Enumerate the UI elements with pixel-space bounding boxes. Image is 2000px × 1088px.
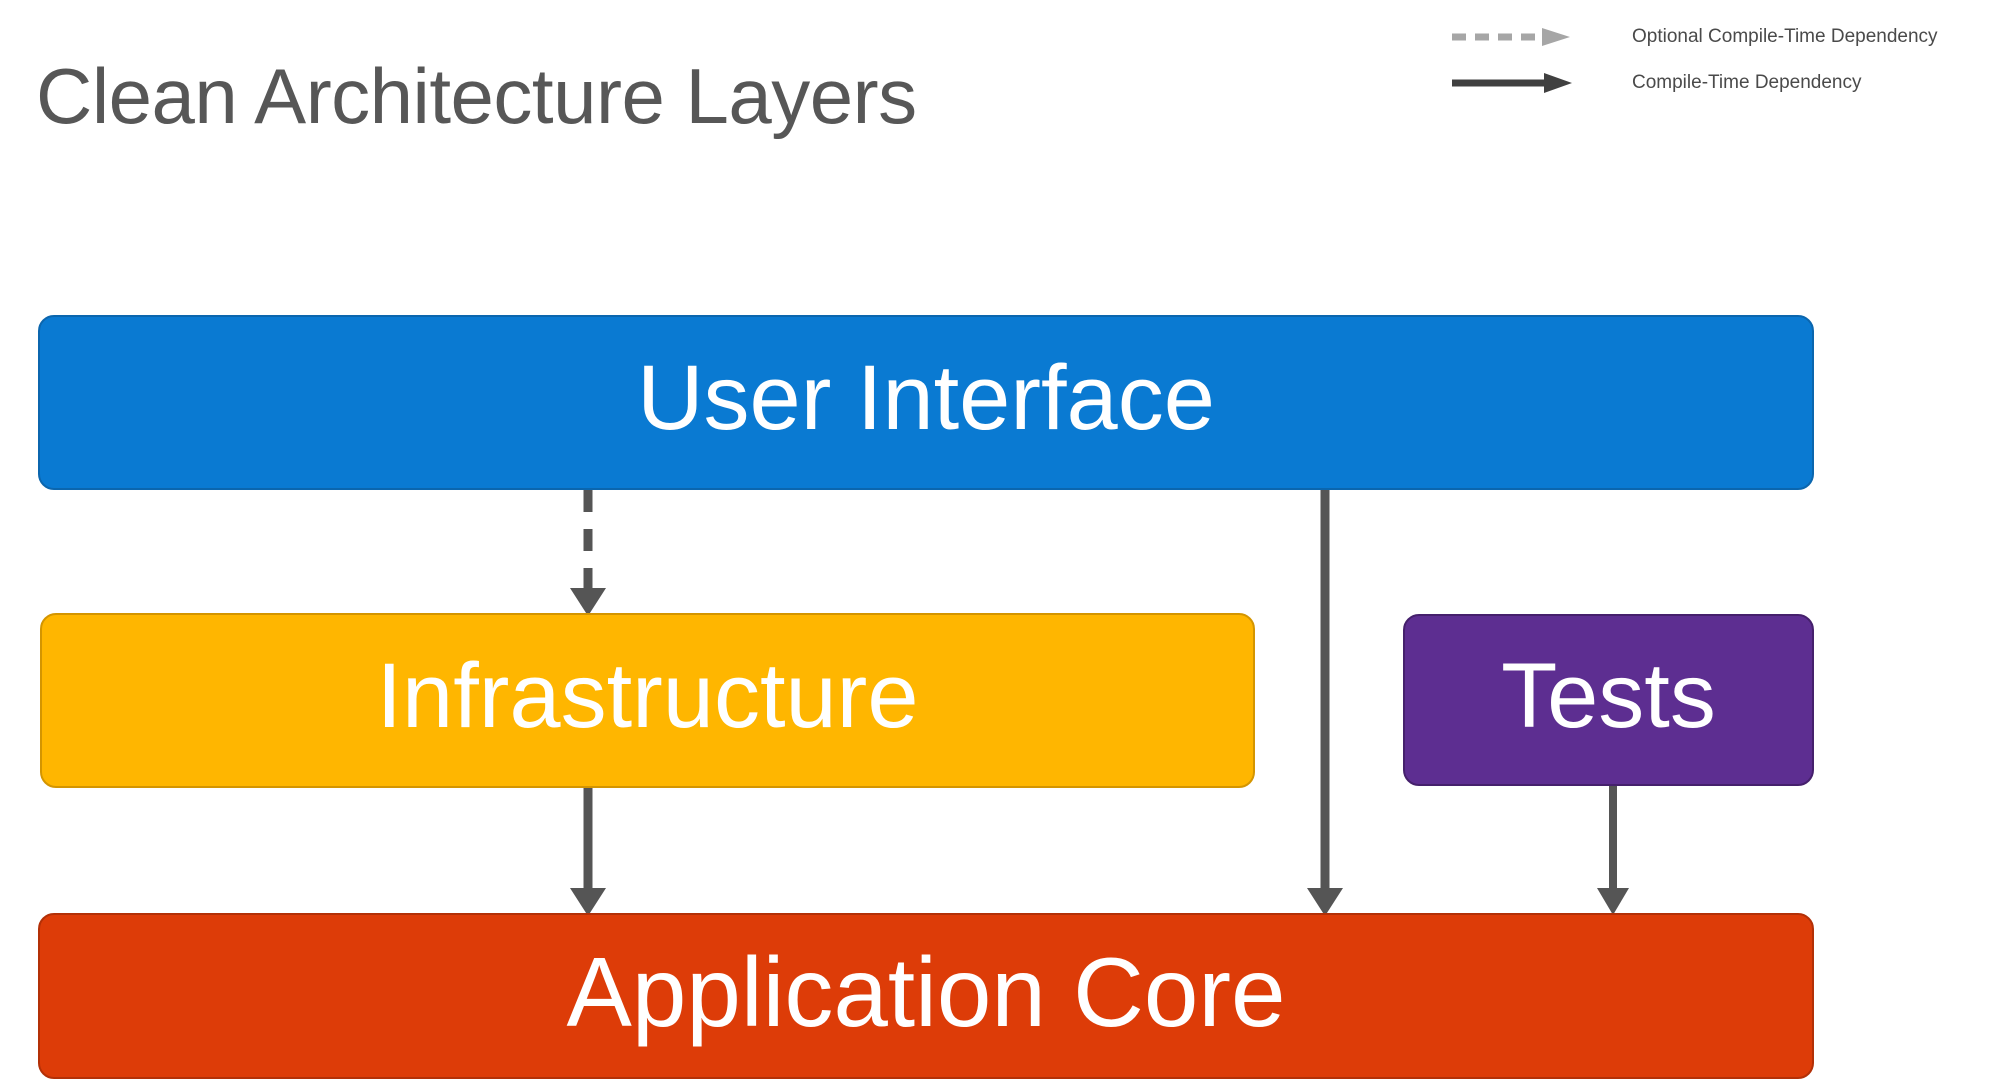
legend-item-compile-time-dependency: Compile-Time Dependency bbox=[1452, 66, 1862, 100]
connector-ui-to-application-core bbox=[1307, 490, 1343, 916]
connector-infrastructure-to-application-core bbox=[570, 788, 606, 916]
solid-arrow-icon bbox=[1452, 73, 1572, 93]
layer-box-application-core[interactable]: Application Core bbox=[38, 913, 1814, 1079]
layer-label-user-interface: User Interface bbox=[637, 347, 1215, 449]
layer-box-user-interface[interactable]: User Interface bbox=[38, 315, 1814, 490]
layer-label-tests: Tests bbox=[1501, 644, 1716, 747]
page-title: Clean Architecture Layers bbox=[36, 52, 917, 140]
legend-item-optional-compile-time-dependency: Optional Compile-Time Dependency bbox=[1452, 20, 1938, 54]
legend-label-optional-compile-time-dependency: Optional Compile-Time Dependency bbox=[1632, 26, 1938, 47]
layer-label-infrastructure: Infrastructure bbox=[376, 645, 919, 747]
layer-label-application-core: Application Core bbox=[566, 936, 1286, 1047]
connector-tests-to-application-core bbox=[1597, 786, 1629, 915]
layer-box-tests[interactable]: Tests bbox=[1403, 614, 1814, 786]
layer-box-infrastructure[interactable]: Infrastructure bbox=[40, 613, 1255, 788]
legend-label-compile-time-dependency: Compile-Time Dependency bbox=[1632, 72, 1862, 93]
connector-ui-to-infrastructure bbox=[570, 490, 606, 616]
dashed-arrow-icon bbox=[1452, 28, 1570, 46]
